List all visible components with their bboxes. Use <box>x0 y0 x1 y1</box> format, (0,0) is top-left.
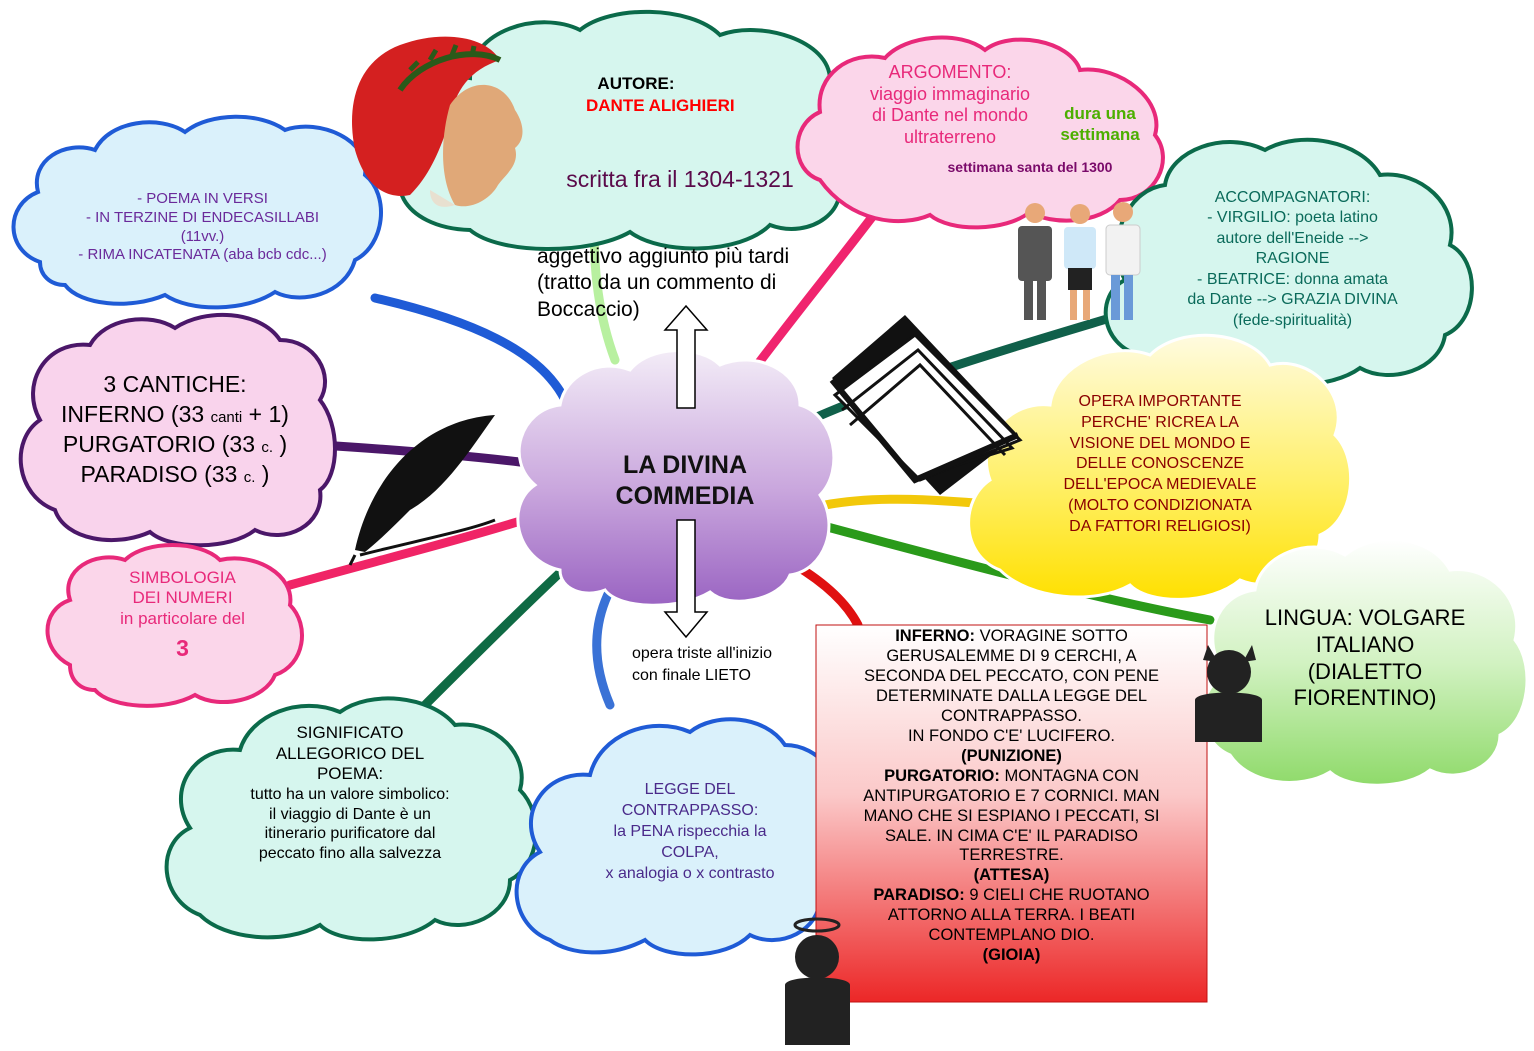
simbologia-text: SIMBOLOGIA DEI NUMERI in particolare del… <box>120 568 245 662</box>
cloud-argomento <box>795 35 1165 230</box>
lingua-text: LINGUA: VOLGARE ITALIANO (DIALETTO FIORE… <box>1264 605 1466 711</box>
up-arrow-icon <box>663 304 709 409</box>
regni-text: INFERNO: VORAGINE SOTTO GERUSALEMME DI 9… <box>863 627 1160 965</box>
author-label: AUTORE: <box>597 74 675 93</box>
mood-note: opera triste all'inizio con finale LIETO <box>632 645 773 684</box>
written-dates: scritta fra il 1304-1321 <box>566 166 794 192</box>
cloud-center <box>516 349 836 607</box>
people-icon <box>1018 202 1141 320</box>
center-title: LA DIVINA COMMEDIA <box>615 451 755 511</box>
cantiche-text: 3 CANTICHE: INFERNO (33 canti + 1) PURGA… <box>61 371 289 487</box>
angel-icon <box>785 917 850 1045</box>
argomento-text: ARGOMENTO: viaggio immaginario di Dante … <box>869 62 1031 147</box>
legge-text: LEGGE DEL CONTRAPPASSO: la PENA rispecch… <box>605 781 775 883</box>
book-icon <box>829 315 1023 495</box>
cloud-cantiche <box>18 312 337 548</box>
opera-text: OPERA IMPORTANTE PERCHE' RICREA LA VISIO… <box>1063 393 1257 535</box>
significato-text: SIGNIFICATO ALLEGORICO DEL POEMA: tutto … <box>250 723 450 862</box>
poema-text: - POEMA IN VERSI - IN TERZINE DI ENDECAS… <box>78 190 327 264</box>
regni-box <box>815 624 1208 1003</box>
author-name: DANTE ALIGHIERI <box>586 96 735 115</box>
adjective-note: aggettivo aggiunto più tardi (tratto da … <box>537 245 790 321</box>
argomento-duration: dura una settimana <box>1060 104 1140 145</box>
cloud-lingua <box>1201 537 1529 787</box>
accompagnatori-text: ACCOMPAGNATORI: - VIRGILIO: poeta latino… <box>1187 189 1398 329</box>
cloud-significato <box>164 696 538 942</box>
argomento-week: settimana santa del 1300 <box>947 159 1113 175</box>
dante-portrait-icon <box>352 36 523 207</box>
devil-icon <box>1195 645 1262 742</box>
cloud-simbologia <box>45 543 304 708</box>
down-arrow-icon <box>663 519 709 639</box>
quill-pen-icon <box>348 415 496 566</box>
